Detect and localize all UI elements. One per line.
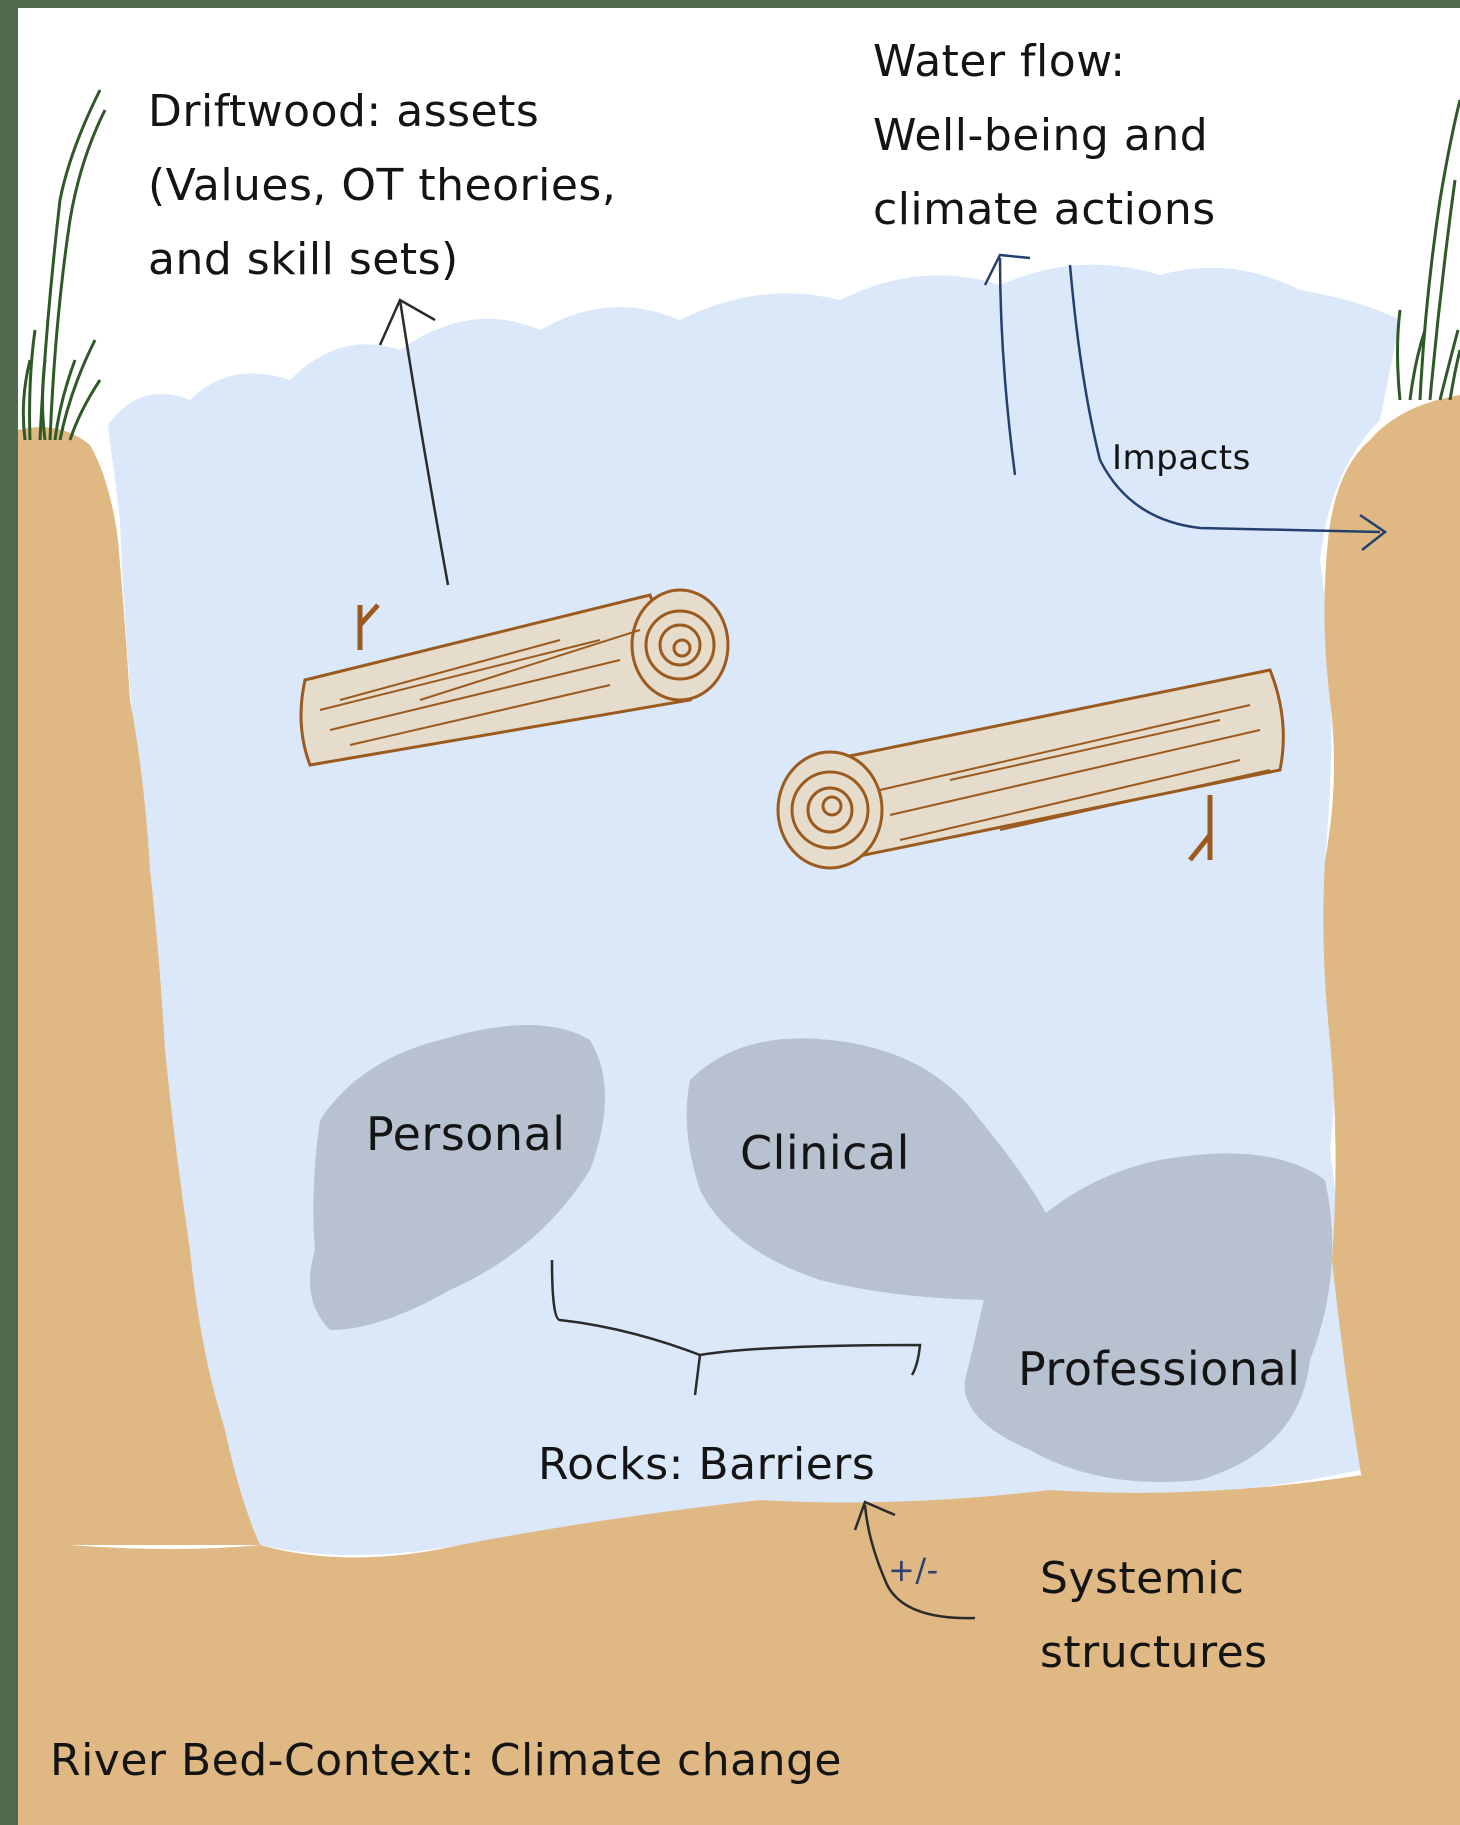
systemic-structures-label: Systemic structures [1040,1542,1268,1690]
rocks-barriers-label: Rocks: Barriers [538,1428,875,1502]
professional-rock-label: Professional [1018,1332,1300,1406]
right-bank [1323,395,1460,1480]
impacts-label: Impacts [1112,438,1251,478]
river-bed-label: River Bed-Context: Climate change [50,1724,842,1798]
water-flow-label: Water flow: Well-being and climate actio… [873,25,1216,247]
plus-minus-label: +/- [888,1552,939,1588]
clinical-rock-label: Clinical [740,1116,910,1190]
driftwood-label: Driftwood: assets (Values, OT theories, … [148,75,616,297]
personal-rock-label: Personal [366,1097,566,1171]
